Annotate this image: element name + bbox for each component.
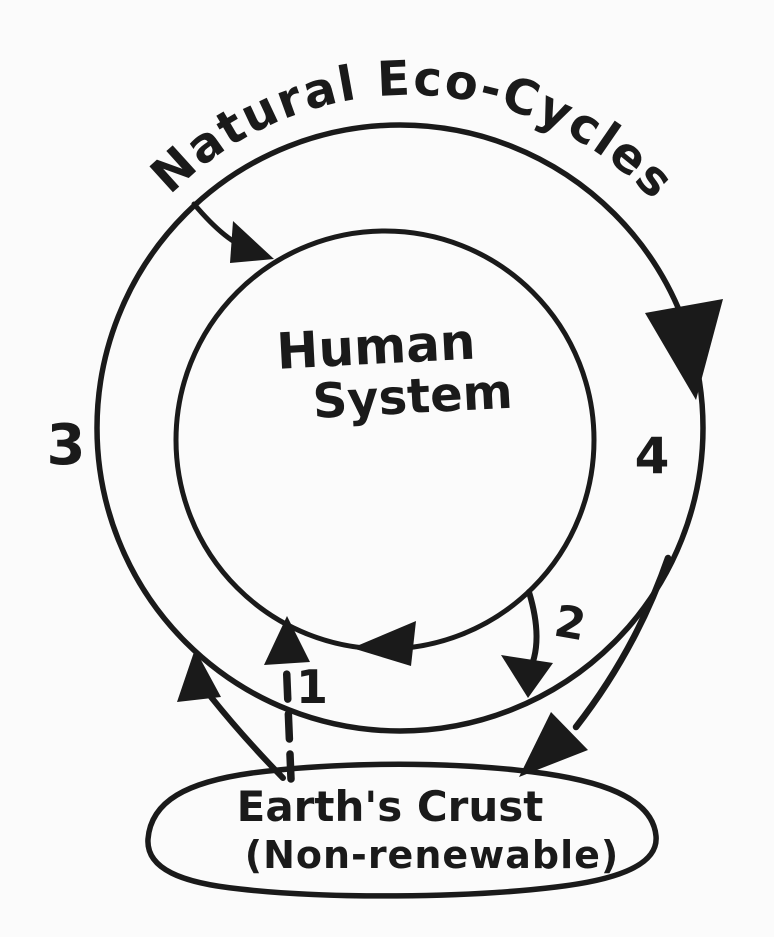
crust-to-outer-arrow <box>177 649 286 781</box>
ring-label-text: Natural Eco-Cycles <box>140 51 684 211</box>
inner-system-circle <box>173 228 597 652</box>
inner-circle-flow-arrowhead-icon <box>352 621 416 666</box>
marker-2: 2 <box>551 596 590 652</box>
crust-to-outer-arrow-shaft <box>208 694 286 781</box>
outer-to-crust-arrow <box>519 554 672 777</box>
center-label-line2: System <box>311 364 514 430</box>
outer-to-inner-arrow <box>191 201 274 263</box>
earths-crust-blob <box>145 761 659 899</box>
crust-to-system-dashed-shaft <box>282 652 295 783</box>
marker-3: 3 <box>47 413 86 478</box>
crust-to-outer-arrowhead-icon <box>177 649 221 702</box>
marker-4: 4 <box>635 427 670 485</box>
outer-to-crust-arrow-shaft <box>572 554 672 731</box>
crust-to-system-dashed-arrow <box>264 616 310 783</box>
earths-crust-line2: (Non-renewable) <box>245 833 620 877</box>
center-label: Human System <box>275 313 514 431</box>
outer-ring-flow-arrowhead-icon <box>645 299 723 400</box>
outer-to-inner-arrowhead-icon <box>230 221 274 263</box>
marker-1: 1 <box>296 660 328 714</box>
earths-crust-label: Earth's Crust (Non-renewable) <box>237 782 620 877</box>
inner-to-outer-arrow <box>501 589 553 698</box>
crust-to-system-arrowhead-icon <box>264 616 310 665</box>
earths-crust-line1: Earth's Crust <box>237 782 544 831</box>
center-label-line1: Human <box>275 313 477 381</box>
outer-cycle-circle <box>94 122 706 734</box>
outer-to-crust-arrowhead-icon <box>519 712 588 777</box>
inner-to-outer-arrowhead-icon <box>501 655 553 698</box>
ring-label: Natural Eco-Cycles <box>140 51 686 211</box>
